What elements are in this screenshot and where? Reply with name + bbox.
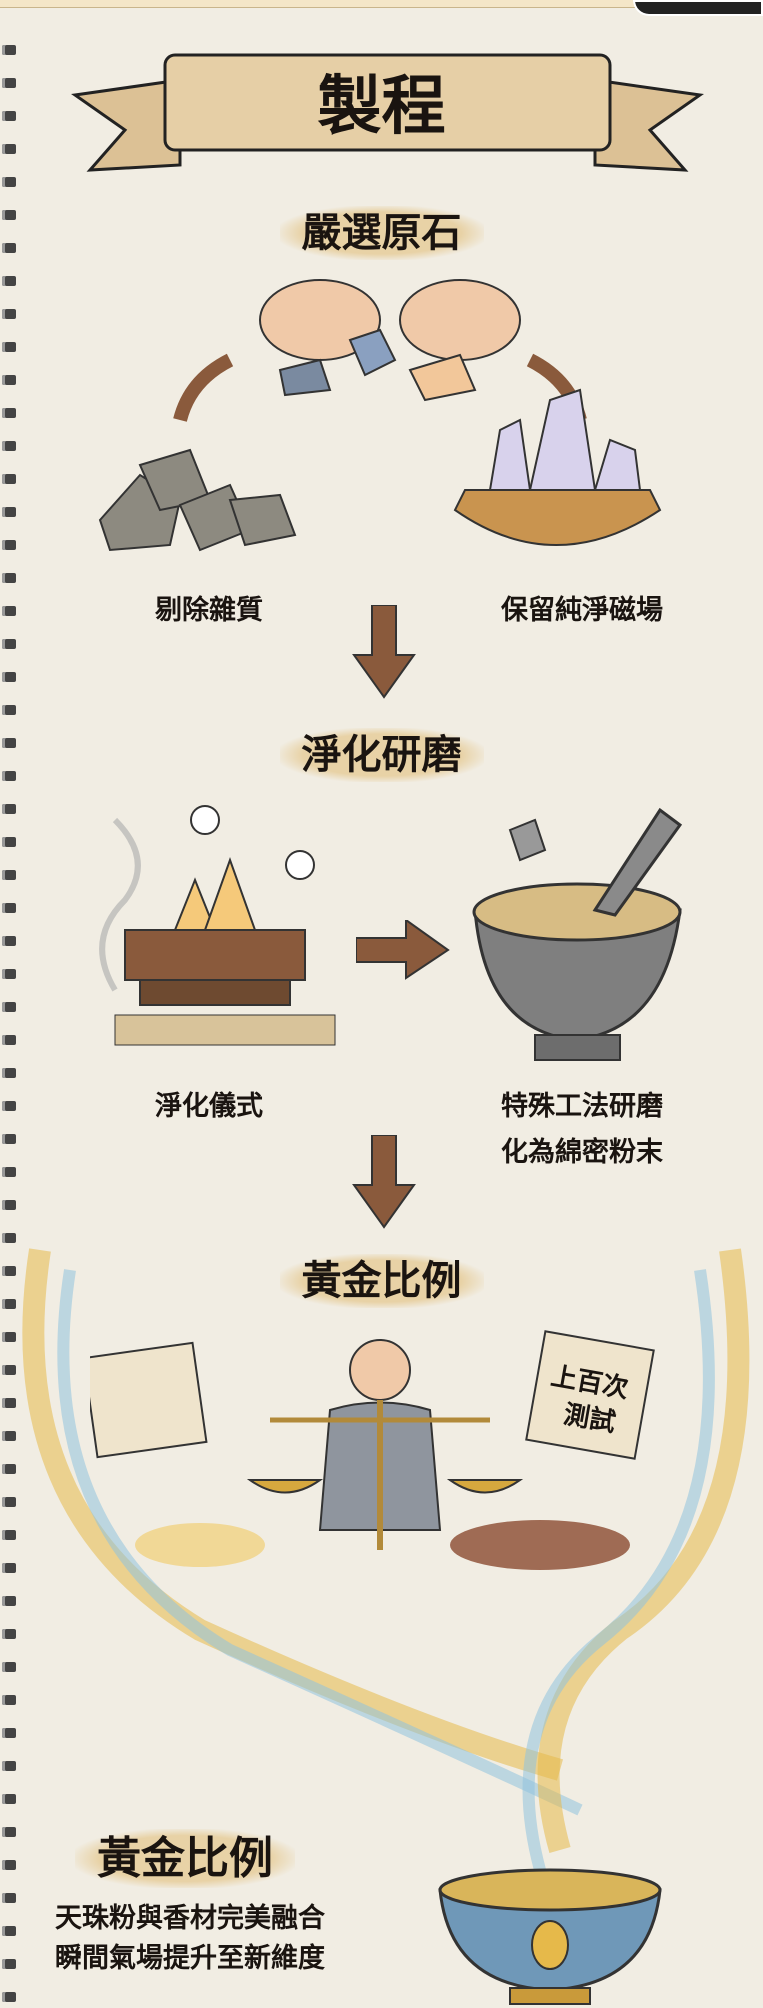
binding-ring	[2, 177, 16, 187]
binding-ring	[2, 1530, 16, 1540]
binding-ring	[2, 210, 16, 220]
rocks-icon	[98, 448, 297, 552]
binding-ring	[2, 45, 16, 55]
binding-ring	[2, 1596, 16, 1606]
binding-ring	[2, 1002, 16, 1012]
binding-ring	[2, 837, 16, 847]
binding-ring	[2, 1794, 16, 1804]
binding-ring	[2, 771, 16, 781]
binding-ring	[2, 606, 16, 616]
final-line: 瞬間氣場提升至新維度	[55, 1943, 325, 1974]
binding-ring	[2, 936, 16, 946]
basket-icon	[453, 489, 662, 546]
binding-ring	[2, 738, 16, 748]
caption-line: 特殊工法研磨	[501, 1091, 663, 1122]
binding-ring	[2, 1761, 16, 1771]
binding-ring	[2, 111, 16, 121]
binding-ring	[2, 342, 16, 352]
binding-ring	[2, 1464, 16, 1474]
binding-ring	[2, 474, 16, 484]
binding-ring	[2, 1266, 16, 1276]
binding-ring	[2, 870, 16, 880]
title-banner	[71, 53, 704, 172]
stone-selection-illustration	[98, 279, 662, 552]
arrow-right-icon	[356, 920, 450, 980]
caption: 淨化儀式	[155, 1091, 263, 1122]
page-title: 製程	[317, 70, 446, 144]
crystals-icon	[488, 388, 642, 491]
binding-ring	[2, 1332, 16, 1342]
binding-ring	[2, 375, 16, 385]
binding-ring	[2, 1695, 16, 1705]
scroll-icon	[90, 1341, 208, 1459]
final-heading: 黃金比例	[75, 1829, 295, 1888]
bowl-icon	[438, 1868, 662, 2005]
binding-ring	[2, 1992, 16, 2002]
binding-ring	[2, 1893, 16, 1903]
caption-line: 化為綿密粉末	[501, 1137, 663, 1168]
binding-ring	[2, 804, 16, 814]
binding-ring	[2, 1134, 16, 1144]
binding-ring	[2, 1398, 16, 1408]
binding-ring	[2, 1101, 16, 1111]
binding-ring	[2, 1926, 16, 1936]
scroll-icon	[525, 1330, 655, 1460]
binding-ring	[2, 276, 16, 286]
binding-ring	[2, 309, 16, 319]
binding-ring	[2, 1233, 16, 1243]
golden-swirl	[22, 1248, 750, 1872]
binding-ring	[2, 1629, 16, 1639]
step-heading: 嚴選原石	[279, 206, 484, 260]
caption: 保留純淨磁場	[501, 595, 663, 626]
binding-ring	[2, 672, 16, 682]
step-heading: 淨化研磨	[279, 728, 484, 782]
binding-ring	[2, 1365, 16, 1375]
binding-ring	[2, 969, 16, 979]
binding-ring	[2, 408, 16, 418]
purification-ritual-illustration	[99, 805, 336, 1046]
binding-ring	[2, 78, 16, 88]
binding-ring	[2, 1497, 16, 1507]
binding-ring	[2, 144, 16, 154]
binding-ring	[2, 441, 16, 451]
binding-ring	[2, 903, 16, 913]
binding-ring	[2, 1662, 16, 1672]
arrow-down-icon	[352, 605, 416, 699]
mortar-pestle-illustration	[472, 807, 683, 1061]
corner-decoration	[633, 0, 763, 16]
binding-ring	[2, 1035, 16, 1045]
binding-ring	[2, 540, 16, 550]
binding-ring	[2, 705, 16, 715]
caption: 剔除雜質	[155, 595, 263, 626]
binding-ring	[2, 1068, 16, 1078]
top-strip	[0, 0, 763, 8]
binding-ring	[2, 507, 16, 517]
binding-ring	[2, 1299, 16, 1309]
hand-icon	[399, 279, 521, 361]
binding-ring	[2, 1167, 16, 1177]
step-heading: 黃金比例	[279, 1254, 484, 1308]
binding-ring	[2, 1959, 16, 1969]
final-line: 天珠粉與香材完美融合	[55, 1903, 325, 1934]
binding-ring	[2, 1728, 16, 1738]
binding-ring	[2, 1563, 16, 1573]
binding-ring	[2, 639, 16, 649]
binding-ring	[2, 1431, 16, 1441]
binding-ring	[2, 1200, 16, 1210]
binding-ring	[2, 573, 16, 583]
binding-ring	[2, 1860, 16, 1870]
golden-ratio-scale-illustration	[90, 1339, 630, 1570]
binding-ring	[2, 243, 16, 253]
binding-ring	[2, 1827, 16, 1837]
arrow-down-icon	[352, 1135, 416, 1229]
